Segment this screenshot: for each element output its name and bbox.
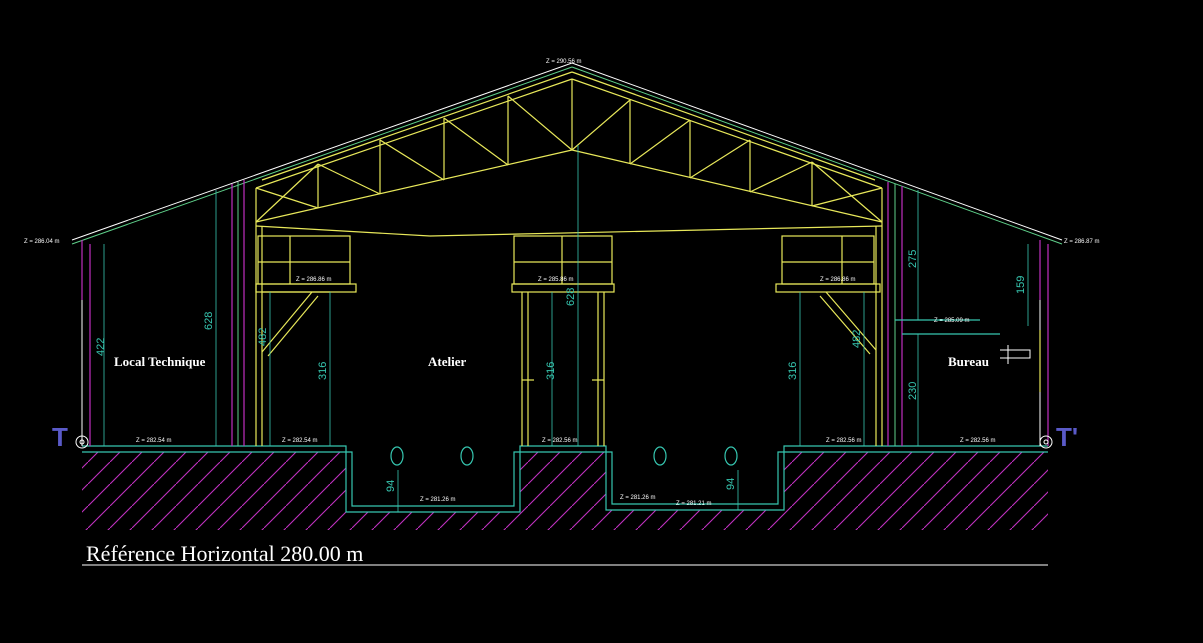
elevation-eave-right: Z = 286.87 m bbox=[1064, 239, 1100, 245]
drain-outlets bbox=[390, 446, 738, 466]
ground-hatch bbox=[82, 452, 1048, 530]
dimension-482-right: 482 bbox=[851, 330, 863, 348]
elevation-pit-right: Z = 281.21 m bbox=[676, 501, 712, 507]
elevation-mezz-right: Z = 286.86 m bbox=[820, 277, 856, 283]
dimension-275: 275 bbox=[907, 250, 919, 268]
axis-markers bbox=[75, 435, 1053, 449]
elevation-floor-1: Z = 282.54 m bbox=[136, 438, 172, 444]
elevation-ridge: Z = 290.56 m bbox=[546, 59, 582, 65]
elevation-eave-left: Z = 286.04 m bbox=[24, 239, 60, 245]
elevation-pit-center: Z = 281.26 m bbox=[620, 495, 656, 501]
dimension-lines bbox=[103, 145, 1029, 512]
elevation-mezz-center: Z = 285.86 m bbox=[538, 277, 574, 283]
dimension-316-left: 316 bbox=[317, 362, 329, 380]
walls bbox=[81, 180, 1049, 446]
room-label-local-technique: Local Technique bbox=[114, 354, 206, 369]
elevation-floor-3: Z = 282.56 m bbox=[542, 438, 578, 444]
room-label-atelier: Atelier bbox=[428, 354, 466, 369]
room-label-bureau: Bureau bbox=[948, 354, 989, 369]
dimension-94-right: 94 bbox=[725, 478, 737, 490]
dimension-422: 422 bbox=[95, 338, 107, 356]
axis-label-right: T' bbox=[1056, 422, 1078, 452]
columns bbox=[255, 226, 883, 446]
dimension-316-right: 316 bbox=[787, 362, 799, 380]
dimension-628-left: 628 bbox=[203, 312, 215, 330]
roof bbox=[71, 62, 1063, 245]
dimension-159: 159 bbox=[1015, 276, 1027, 294]
dimension-482-left: 482 bbox=[257, 328, 269, 346]
elevation-floor-4: Z = 282.56 m bbox=[826, 438, 862, 444]
dimension-316-center: 316 bbox=[545, 362, 557, 380]
elevation-office: Z = 285.09 m bbox=[934, 318, 970, 324]
axis-label-left: T bbox=[52, 422, 68, 452]
reference-label: Référence Horizontal 280.00 m bbox=[86, 541, 363, 566]
elevation-floor-2: Z = 282.54 m bbox=[282, 438, 318, 444]
dimension-94-left: 94 bbox=[385, 480, 397, 492]
dimension-628-center: 628 bbox=[565, 288, 577, 306]
roof-truss bbox=[255, 78, 883, 237]
dimension-230: 230 bbox=[907, 382, 919, 400]
elevation-pit-left: Z = 281.26 m bbox=[420, 497, 456, 503]
elevation-floor-5: Z = 282.56 m bbox=[960, 438, 996, 444]
truss-web bbox=[255, 79, 883, 223]
floor-profile bbox=[82, 445, 1048, 513]
elevation-mezz-left: Z = 286.86 m bbox=[296, 277, 332, 283]
